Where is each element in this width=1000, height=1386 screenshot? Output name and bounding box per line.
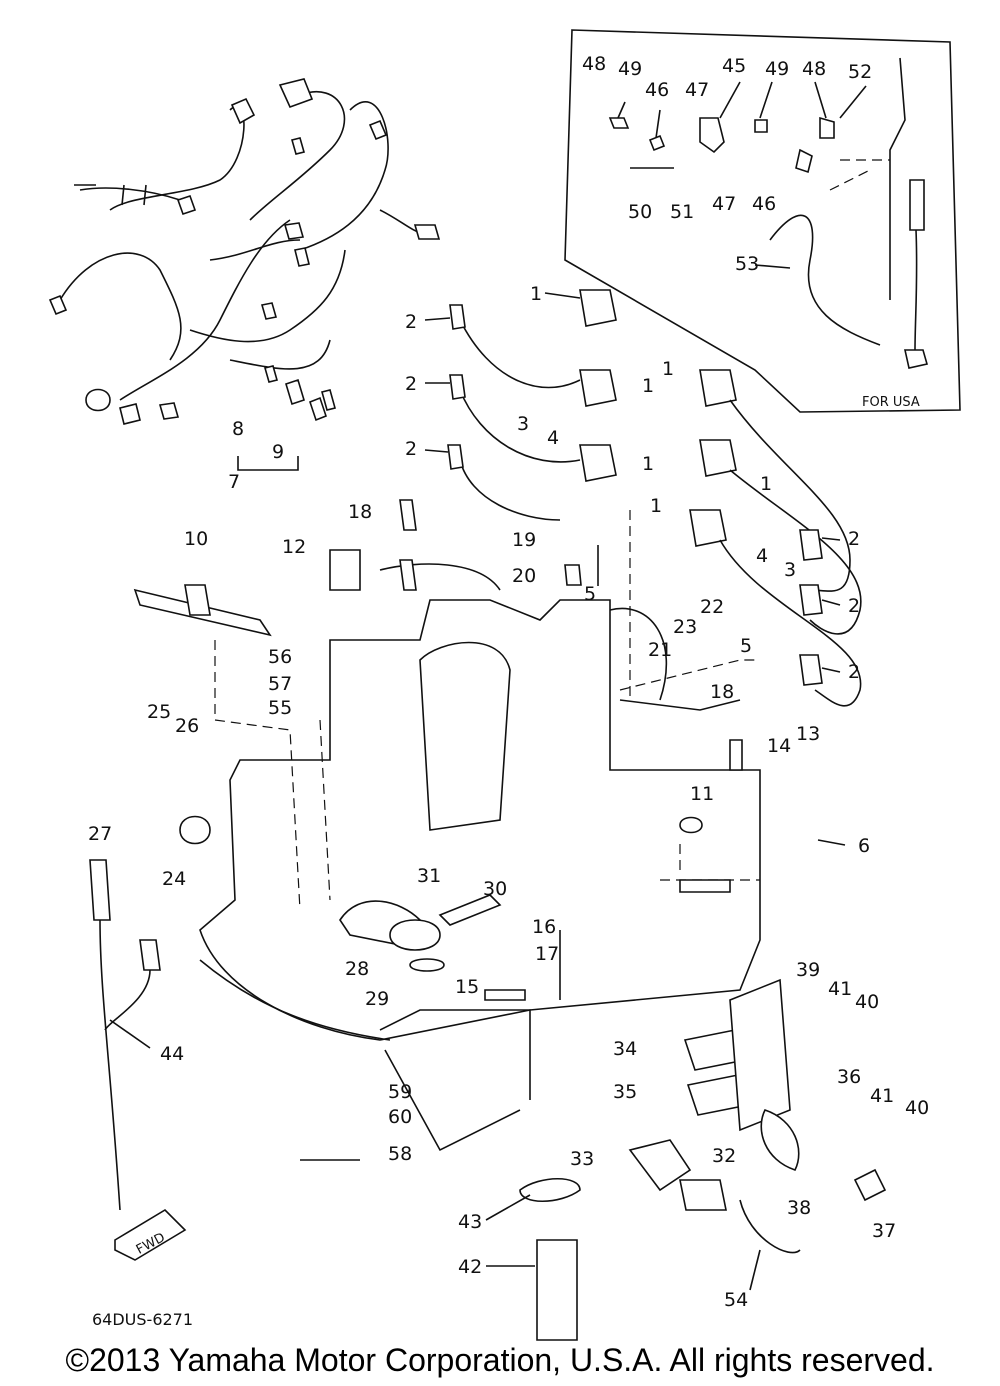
label-28: 28 [345,958,369,980]
label-21: 21 [648,639,672,661]
label-17: 17 [535,943,559,965]
label-47a: 47 [685,79,709,101]
label-6: 6 [858,835,870,857]
label-2c: 2 [405,438,417,460]
label-1d: 1 [642,453,654,475]
label-2b: 2 [405,373,417,395]
label-60: 60 [388,1106,412,1128]
label-4a: 4 [547,427,559,449]
label-12: 12 [282,536,306,558]
label-1b: 1 [642,375,654,397]
label-58: 58 [388,1143,412,1165]
label-30: 30 [483,878,507,900]
inset-label: FOR USA [862,395,920,410]
label-33: 33 [570,1148,594,1170]
label-8: 8 [232,418,244,440]
label-50: 50 [628,201,652,223]
label-59: 59 [388,1081,412,1103]
usa-inset [564,29,961,413]
label-29: 29 [365,988,389,1010]
copyright-notice: ©2013 Yamaha Motor Corporation, U.S.A. A… [65,1342,935,1378]
label-44: 44 [160,1043,184,1065]
label-45: 45 [722,55,746,77]
label-32: 32 [712,1145,736,1167]
label-42: 42 [458,1256,482,1278]
label-46b: 46 [752,193,776,215]
wire-harness-7 [48,78,441,471]
label-51: 51 [670,201,694,223]
label-15: 15 [455,976,479,998]
label-34: 34 [613,1038,637,1060]
label-10: 10 [184,528,208,550]
label-47b: 47 [712,193,736,215]
label-53: 53 [735,253,759,275]
label-5a: 5 [584,583,596,605]
label-40a: 40 [855,991,879,1013]
leader-lines [109,81,867,1291]
label-57: 57 [268,673,292,695]
label-2d: 2 [848,528,860,550]
label-1f: 1 [650,495,662,517]
label-36: 36 [837,1066,861,1088]
label-48b: 48 [802,58,826,80]
label-49b: 49 [765,58,789,80]
label-41a: 41 [828,978,852,1000]
label-39: 39 [796,959,820,981]
label-56: 56 [268,646,292,668]
misc-parts [89,499,887,1341]
label-35: 35 [613,1081,637,1103]
label-38: 38 [787,1197,811,1219]
part-labels: 48 49 45 49 48 52 46 47 50 51 47 46 53 1… [88,53,929,1311]
label-19: 19 [512,529,536,551]
label-31: 31 [417,865,441,887]
label-20: 20 [512,565,536,587]
label-2e: 2 [848,595,860,617]
label-41b: 41 [870,1085,894,1107]
label-13: 13 [796,723,820,745]
label-52: 52 [848,61,872,83]
label-14: 14 [767,735,791,757]
label-1e: 1 [760,473,772,495]
label-1a: 1 [530,283,542,305]
label-46a: 46 [645,79,669,101]
label-55: 55 [268,697,292,719]
label-24: 24 [162,868,186,890]
label-3b: 3 [784,559,796,581]
label-2f: 2 [848,661,860,683]
label-43: 43 [458,1211,482,1233]
label-49a: 49 [618,58,642,80]
label-23: 23 [673,616,697,638]
label-22: 22 [700,596,724,618]
label-18b: 18 [710,681,734,703]
label-3a: 3 [517,413,529,435]
label-16: 16 [532,916,556,938]
engine-block [199,510,761,1152]
label-48a: 48 [582,53,606,75]
label-37: 37 [872,1220,896,1242]
label-2a: 2 [405,311,417,333]
label-7: 7 [228,471,240,493]
label-9: 9 [272,441,284,463]
label-11: 11 [690,783,714,805]
label-4b: 4 [756,545,768,567]
label-5b: 5 [740,635,752,657]
label-18a: 18 [348,501,372,523]
label-25: 25 [147,701,171,723]
drawing-code: 64DUS-6271 [92,1310,193,1329]
label-26: 26 [175,715,199,737]
spark-plug-caps [447,289,862,707]
label-27: 27 [88,823,112,845]
label-54: 54 [724,1289,748,1311]
label-40b: 40 [905,1097,929,1119]
label-1c: 1 [662,358,674,380]
